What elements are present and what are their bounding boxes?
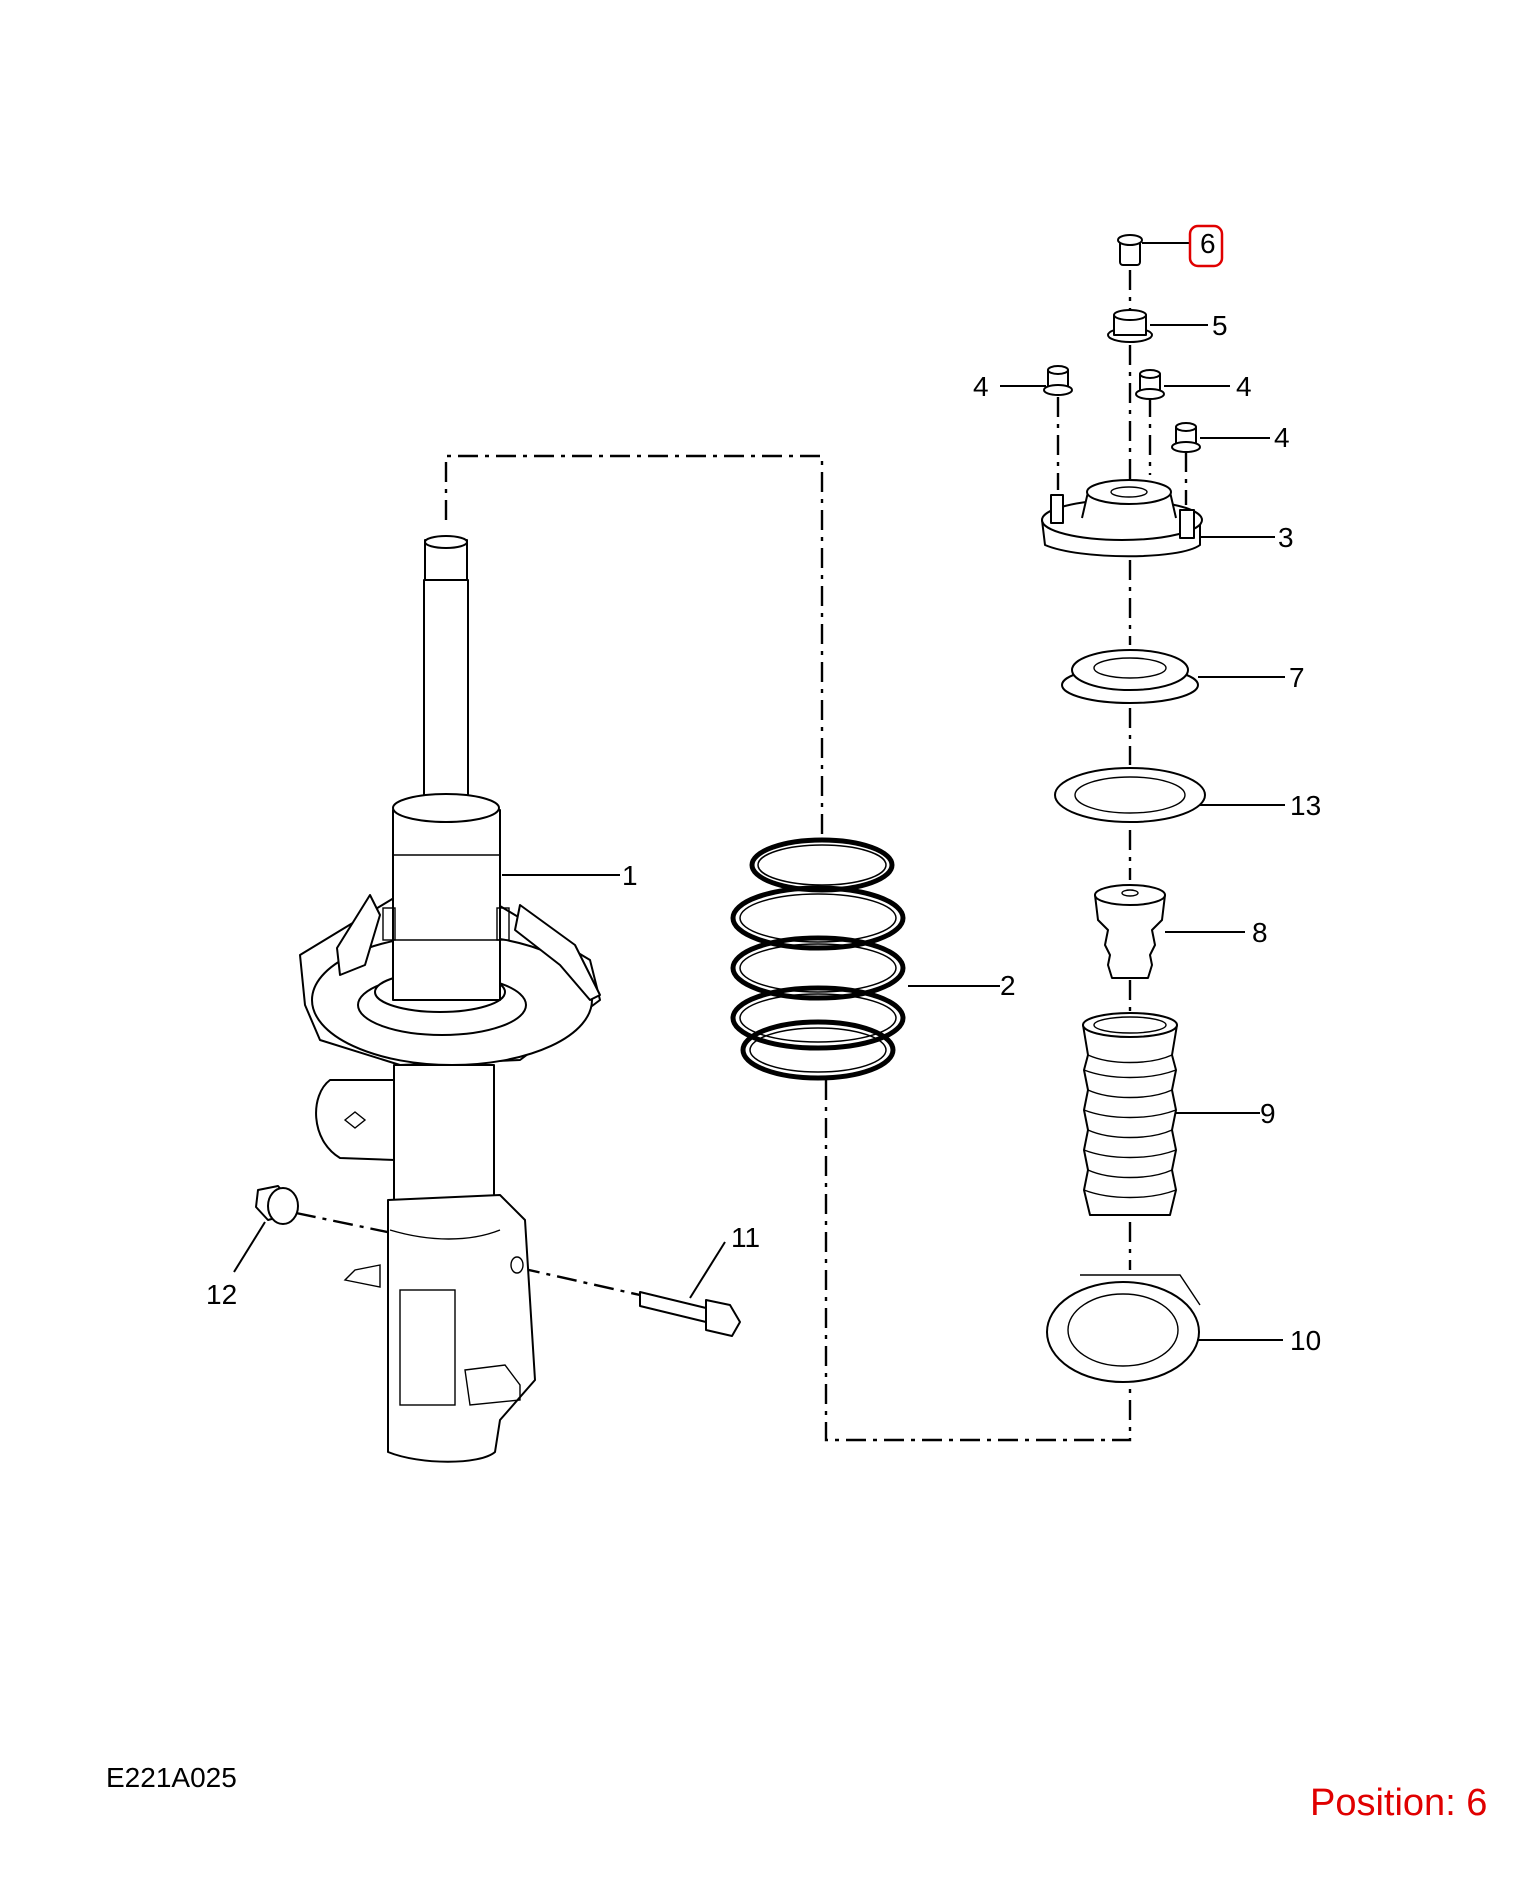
callout-7[interactable]: 7 xyxy=(1289,662,1305,693)
callout-4-left[interactable]: 4 xyxy=(973,371,989,402)
callout-1[interactable]: 1 xyxy=(622,860,638,891)
mount-nuts xyxy=(1043,365,1201,453)
coil-spring xyxy=(730,837,906,1081)
callout-10[interactable]: 10 xyxy=(1290,1325,1321,1356)
leader-lines xyxy=(233,242,1285,1341)
strut-bearing xyxy=(1061,649,1199,704)
callout-2[interactable]: 2 xyxy=(1000,970,1016,1001)
callouts: 1 2 3 4 4 4 5 6 7 8 9 10 11 12 13 xyxy=(206,224,1321,1356)
callout-6[interactable]: 6 xyxy=(1200,228,1216,259)
callout-12[interactable]: 12 xyxy=(206,1279,237,1310)
dust-boot xyxy=(1082,1012,1178,1216)
callout-4-middle[interactable]: 4 xyxy=(1236,371,1252,402)
position-label: Position: 6 xyxy=(1310,1782,1488,1824)
callout-11[interactable]: 11 xyxy=(731,1222,760,1253)
assembly-lines xyxy=(295,270,1188,1442)
callout-9[interactable]: 9 xyxy=(1260,1098,1276,1129)
top-nut xyxy=(1107,309,1153,343)
top-mount xyxy=(1041,479,1203,558)
callout-8[interactable]: 8 xyxy=(1252,917,1268,948)
figure-code: E221A025 xyxy=(106,1762,237,1793)
upper-spring-seat xyxy=(1054,767,1206,823)
lower-spring-seat xyxy=(1046,1274,1201,1383)
callout-13[interactable]: 13 xyxy=(1290,790,1321,821)
mounting-bolt xyxy=(639,1291,741,1337)
callout-highlight xyxy=(1188,224,1224,268)
callout-4-right[interactable]: 4 xyxy=(1274,422,1290,453)
bump-stop xyxy=(1094,884,1166,979)
strut-assembly xyxy=(299,535,601,1463)
callout-3[interactable]: 3 xyxy=(1278,522,1294,553)
top-cap xyxy=(1117,234,1143,266)
callout-5[interactable]: 5 xyxy=(1212,310,1228,341)
flange-nut xyxy=(255,1185,299,1225)
